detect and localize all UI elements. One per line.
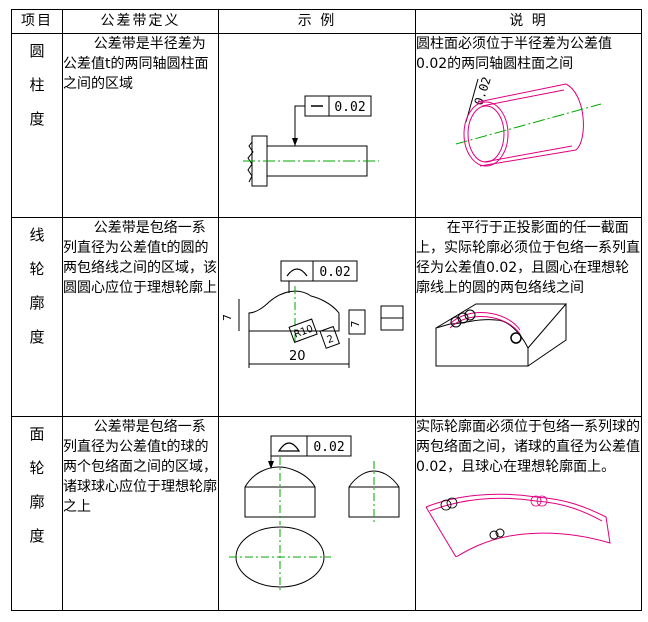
definition-text: 公差带是包络一系列直径为公差值t的球的两个包络面之间的区域，诸球球心应位于理想轮… [63,419,217,515]
zone-ball [489,530,499,540]
zone-curve-inner [449,316,521,335]
frame-value: 0.02 [334,100,365,115]
zone-surface-lines [477,83,577,167]
dim-h-text: 20 [289,349,306,364]
side-box-text: 7 [349,321,362,328]
definition-cylindricity: 公差带是半径差为公差值t的两同轴圆柱面之间的区域 [62,33,219,218]
radius-text: R10 [293,324,315,341]
definition-line-profile: 公差带是包络一系列直径为公差值t的圆的两包络线之间的区域，该圆圆心应位于理想轮廓… [62,217,219,417]
item-cylindricity: 圆 柱 度 [11,33,63,218]
definition-surface-profile: 公差带是包络一系列直径为公差值t的球的两个包络面之间的区域，诸球球心应位于理想轮… [62,416,219,611]
cylinder-zone-figure: 0.02 [455,75,602,167]
item-char: 面 [29,425,45,443]
item-surface-profile: 面 轮 廓 度 [11,416,63,611]
side-box [348,309,366,335]
table-row-line-profile: 线 轮 廓 度 公差带是包络一系列直径为公差值t的圆的两包络线之间的区域，该圆圆… [11,217,642,417]
item-char: 轮 [29,260,45,278]
table-row-surface-profile: 面 轮 廓 度 公差带是包络一系列直径为公差值t的球的两个包络面之间的区域，诸球… [11,416,642,611]
item-char: 廓 [29,294,45,312]
zone-ball [495,528,505,538]
surface-zone-outer [425,493,611,557]
surface-profile-symbol [277,442,301,452]
item-char: 度 [29,110,45,128]
leader-line [294,105,305,146]
feature-control-symbol-box [280,260,314,282]
zone-end [565,83,584,151]
line-profile-symbol [286,268,308,277]
zone-curve [449,312,521,331]
zone-axis [455,103,602,145]
item-line-profile: 线 轮 廓 度 [11,217,63,417]
explanation-text: 在平行于正投影面的任一截面上，实际轮廓必须位于包络一系列直径为公差值0.02，且… [416,220,640,296]
radius-box: R10 [288,318,318,343]
frame-value: 0.02 [313,440,344,455]
item-char: 廓 [29,493,45,511]
zone-ball [510,332,522,344]
feature-control-value-box [312,260,358,282]
table-row-cylindricity: 圆 柱 度 公差带是半径差为公差值t的两同轴圆柱面之间的区域 0.02 圆柱面必… [11,33,642,218]
line-profile-zone-figure [435,303,568,367]
example-line-profile: 0.02 7 20 R10 2 7 [218,217,416,417]
zone-block-top [435,303,568,349]
basic-dim-frame [319,325,341,349]
zone-ball [457,312,469,324]
definition-text: 公差带是半径差为公差值t的两同轴圆柱面之间的区域 [63,36,209,92]
small-box-a: 2 [319,325,341,349]
zone-ball [450,316,462,328]
leader-arrow [268,461,274,469]
zone-ball [440,499,452,511]
cylinder-drawing: 0.02 [243,95,379,187]
explanation-text: 圆柱面必须位于半径差为公差值0.02的两同轴圆柱面之间 [416,36,612,72]
explanation-line-profile: 在平行于正投影面的任一截面上，实际轮廓必须位于包络一系列直径为公差值0.02，且… [415,217,642,417]
line-profile-drawing: 0.02 7 20 R10 2 7 [221,260,404,368]
zone-ball [530,495,542,507]
explanation-text: 实际轮廓面必须位于包络一系列球的两包络面之间，诸球的直径为公差值0.02，且球心… [416,419,640,475]
item-char: 轮 [29,459,45,477]
zone-ball [464,309,476,321]
definition-text: 公差带是包络一系列直径为公差值t的圆的两包络线之间的区域，该圆圆心应位于理想轮廓… [63,220,217,296]
feature-control-value-box [328,95,372,117]
zone-block-side [527,304,567,367]
item-char: 度 [29,527,45,545]
surface-zone-inner [429,497,603,522]
header-example: 示 例 [218,9,416,34]
feature-control-symbol-box [270,435,308,457]
header-explanation: 说 明 [415,9,642,34]
zone-ball [446,497,458,509]
item-char: 柱 [29,76,45,94]
surface-zone-figure [425,493,611,557]
tolerance-table: 项目 公差带定义 示 例 说 明 圆 柱 度 公差带是半径差为公差值t的两同轴圆… [11,9,642,611]
profile-part [248,290,340,332]
header-item: 项目 [11,9,63,34]
frame-value: 0.02 [319,265,350,280]
explanation-cylindricity: 圆柱面必须位于半径差为公差值0.02的两同轴圆柱面之间 0.02 [415,33,642,218]
surface-zone-edge [425,506,457,557]
zone-ball [536,495,548,507]
example-cylindricity: 0.02 [218,33,416,218]
item-char: 圆 [29,42,45,60]
dim-v-text: 7 [221,314,234,321]
zone-ellipse-outer [463,101,509,167]
explanation-surface-profile: 实际轮廓面必须位于包络一系列球的两包络面之间，诸球的直径为公差值0.02，且球心… [415,416,642,611]
item-char: 度 [29,328,45,346]
leader-arrow [292,138,298,146]
item-char: 线 [29,226,45,244]
zone-ellipse-inner [467,105,505,163]
zone-surface-lines-inner [481,89,573,163]
feature-control-value-box [306,435,352,457]
basic-dim-text: 2 [326,333,336,346]
header-definition: 公差带定义 [62,9,219,34]
surface-profile-drawing: 0.02 [229,435,400,593]
radius-frame [288,318,318,343]
header-row: 项目 公差带定义 示 例 说 明 [11,9,642,34]
example-surface-profile: 0.02 [218,416,416,611]
